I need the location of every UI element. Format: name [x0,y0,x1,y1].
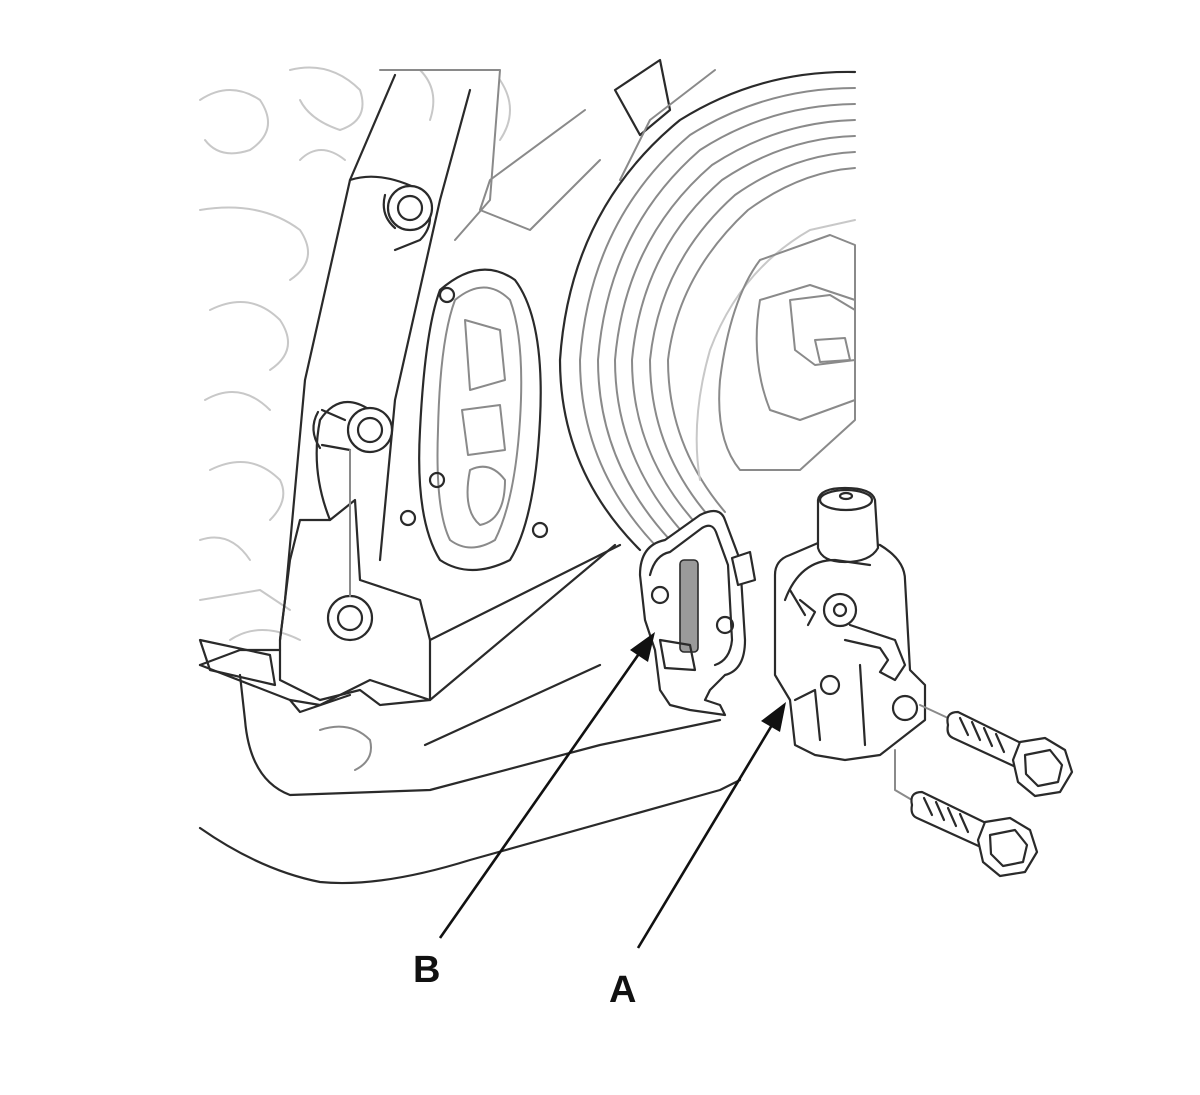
cover-bolt-top [382,184,434,232]
tensioner-bolt-upper [946,710,1074,798]
leader-b [438,632,655,939]
cover-bolt-middle [312,406,394,454]
leader-a [636,702,786,949]
timing-cover [278,175,549,707]
callout-label-a: A [609,969,636,1011]
bolt-alignment-lines [894,704,949,801]
chain-tensioner-a [773,486,927,762]
engine-background-detail [199,66,511,641]
tensioner-gasket-b [638,509,757,717]
tensioner-bolt-lower [910,790,1039,878]
cover-bolt-bottom [326,449,374,642]
oil-pan [198,543,742,885]
crankshaft-pulley [558,70,857,552]
callout-label-b: B [413,949,440,991]
gasket-strip [679,559,699,653]
